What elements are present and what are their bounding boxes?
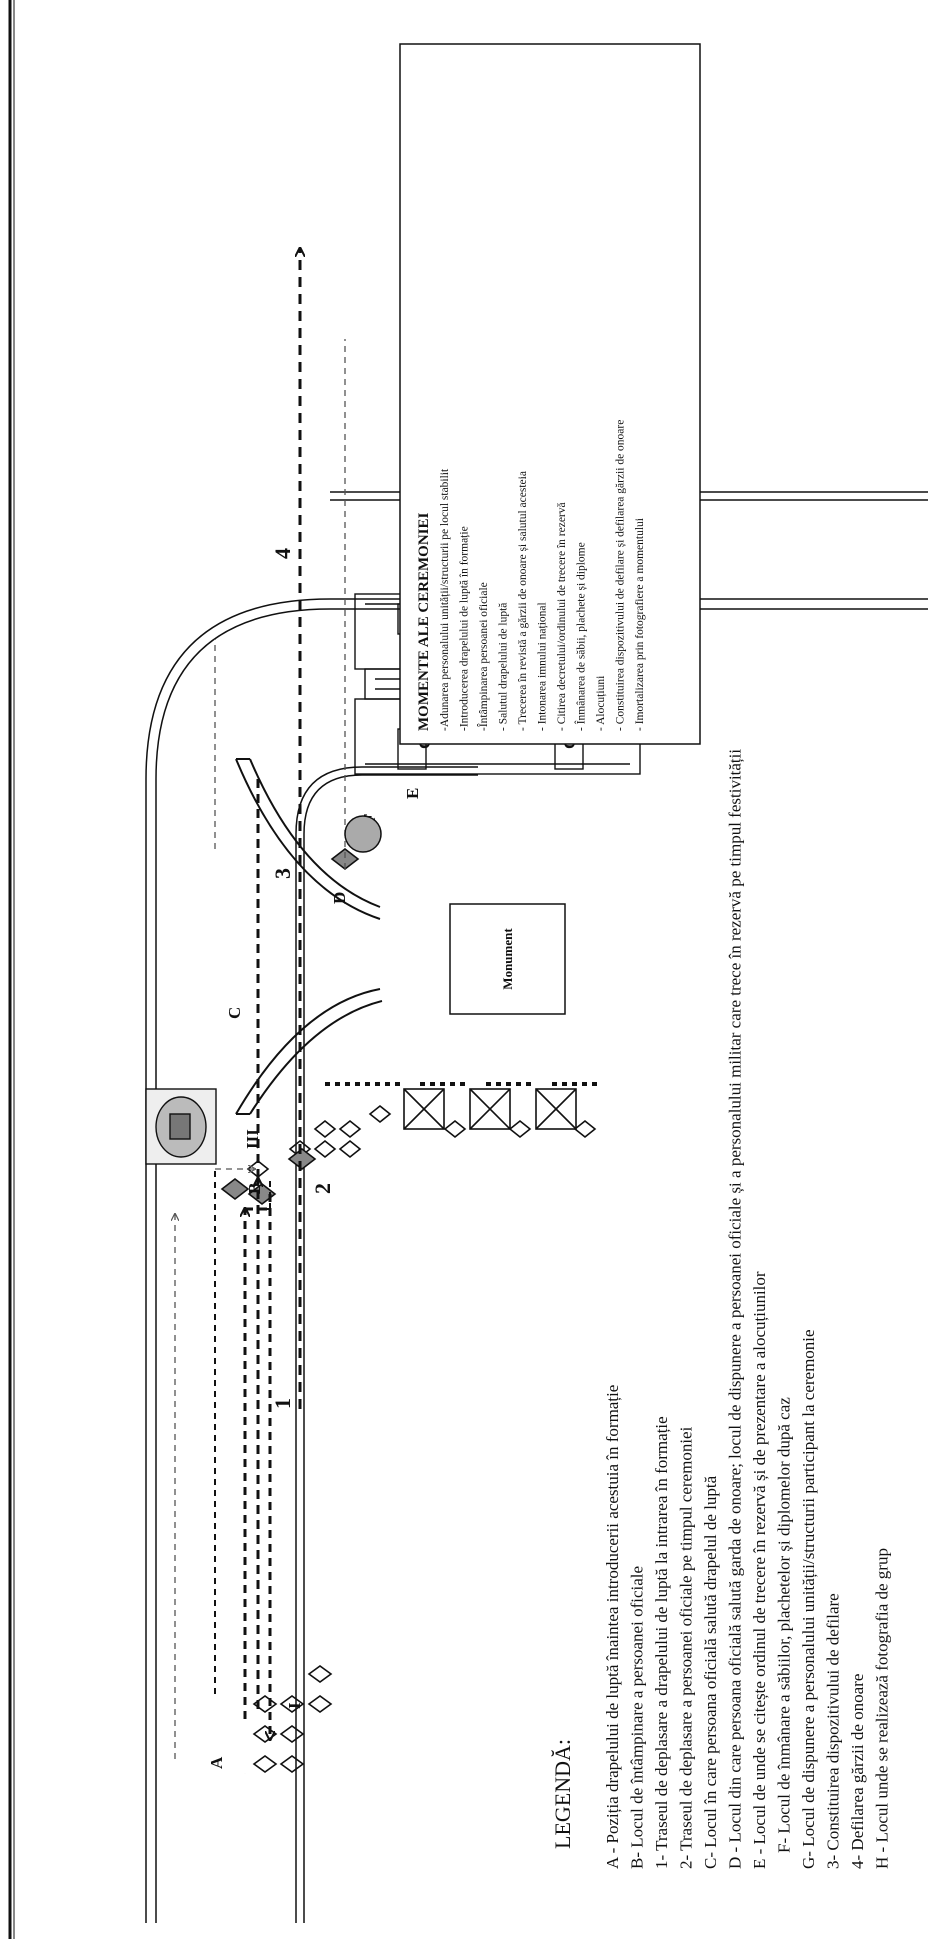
- legend-item: D - Locul din care persoana oficială sal…: [726, 749, 745, 1869]
- hollow-diamonds: [246, 1104, 597, 1773]
- label-e: E: [403, 788, 422, 799]
- moment-item: -Întâmpinarea persoanei oficiale: [476, 582, 490, 731]
- monument-arcs: [235, 758, 383, 1115]
- circle-f: [344, 815, 382, 853]
- legend-item: B- Locul de întâmpinare a persoanei ofic…: [628, 1566, 647, 1869]
- moments-title: MOMENTE ALE CEREMONIEI: [416, 512, 432, 731]
- filled-diamond: [287, 1147, 317, 1171]
- legend-item: H - Locul unde se realizează fotografia …: [873, 1548, 892, 1869]
- monument: Monument: [449, 903, 566, 1015]
- legend: LEGENDĂ: A - Poziția drapelului de luptă…: [550, 749, 892, 1869]
- moment-item: - Citirea decretului/ordinului de trecer…: [556, 502, 568, 731]
- legend-item: 3- Constituirea dispozitivului de defila…: [824, 1593, 843, 1869]
- monument-image: [145, 1088, 217, 1165]
- moment-item: - Constituirea dispozitivului de defilar…: [615, 420, 627, 731]
- hollow-diamond: [279, 1725, 305, 1743]
- page-frame: [8, 0, 15, 1939]
- hollow-diamond: [279, 1755, 305, 1773]
- moment-item: -Adunarea personalului unității/structur…: [439, 468, 451, 731]
- route-c-path: [265, 1179, 271, 1210]
- label-a: A: [207, 1756, 226, 1769]
- hollow-diamond: [313, 1119, 337, 1139]
- label-small-i: I: [285, 1702, 304, 1709]
- filled-diamond: [330, 847, 360, 871]
- hollow-diamond: [573, 1119, 597, 1139]
- moment-item: - Intonarea imnului național: [537, 602, 549, 731]
- legend-title: LEGENDĂ:: [550, 1739, 575, 1849]
- moments-list: -Adunarea personalului unității/structur…: [439, 420, 646, 731]
- hollow-diamond: [443, 1119, 467, 1139]
- unit-squares: [403, 1088, 577, 1130]
- hollow-diamond: [307, 1695, 333, 1713]
- moment-item: - Imortalizarea prin fotografiere a mome…: [634, 518, 646, 731]
- label-route-1: 1: [270, 1398, 295, 1409]
- legend-item: A - Poziția drapelului de luptă înaintea…: [603, 1385, 622, 1869]
- legend-item: 1- Traseul de deplasare a drapelului de …: [652, 1416, 671, 1869]
- hollow-diamond: [252, 1725, 278, 1743]
- moments-box: MOMENTE ALE CEREMONIEI -Adunarea persona…: [399, 43, 701, 745]
- label-b: B: [245, 1183, 264, 1194]
- label-route-4: 4: [270, 548, 295, 559]
- hollow-diamond: [338, 1139, 362, 1159]
- legend-item: G- Locul de dispunere a personalului uni…: [799, 1329, 818, 1869]
- label-route-2: 2: [310, 1183, 335, 1194]
- formation-block: [145, 1088, 217, 1165]
- moment-item: - Trecerea în revistă a gărzii de onoare…: [517, 471, 529, 731]
- legend-item: E - Locul de unde se citește ordinul de …: [750, 1271, 769, 1869]
- hollow-diamond: [508, 1119, 532, 1139]
- route-2: [214, 1169, 216, 1694]
- hollow-diamond: [368, 1104, 392, 1124]
- legend-item: C- Locul în care persoana oficială salut…: [701, 1475, 720, 1869]
- moment-item: - Alocuțiuni: [595, 676, 607, 731]
- legend-item: F- Locul de înmânare a săbiilor, plachet…: [775, 1397, 794, 1853]
- hollow-diamond: [246, 1159, 270, 1179]
- legend-item: 4- Defilarea gărzii de onoare: [848, 1674, 867, 1869]
- label-small-iii: III: [243, 1129, 262, 1149]
- moment-item: - Salutul drapelului de luptă: [498, 603, 510, 731]
- legend-item: 2- Traseul de deplasare a persoanei ofic…: [677, 1426, 696, 1869]
- label-route-3: 3: [270, 868, 295, 879]
- filled-diamond: [220, 1177, 250, 1201]
- monument-label: Monument: [500, 928, 515, 990]
- thin-dashed-arrows: [175, 339, 346, 1759]
- hollow-diamond: [313, 1139, 337, 1159]
- legend-list: A - Poziția drapelului de luptă înaintea…: [603, 749, 892, 1869]
- hollow-diamond: [279, 1695, 305, 1713]
- hollow-diamond: [252, 1695, 278, 1713]
- hollow-diamond: [338, 1119, 362, 1139]
- moment-item: -Introducerea drapelului de luptă în for…: [459, 526, 471, 731]
- hollow-diamond: [307, 1665, 333, 1683]
- label-d: D: [330, 892, 349, 904]
- hollow-diamond: [252, 1755, 278, 1773]
- moment-item: - Înmânarea de săbii, plachete și diplom…: [574, 542, 588, 731]
- label-c: C: [225, 1007, 244, 1019]
- filled-diamonds: [220, 847, 360, 1206]
